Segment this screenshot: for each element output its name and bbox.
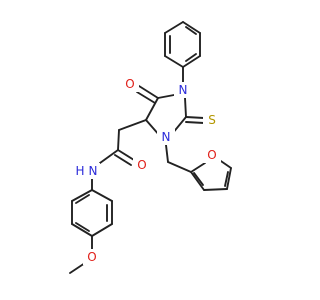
thione-bond <box>185 116 205 124</box>
amide-carbonyl <box>114 149 135 166</box>
svg-text:O: O <box>137 158 146 172</box>
bond-camide-n <box>99 149 119 164</box>
svg-text:S: S <box>208 113 216 127</box>
bond-ch2-camide <box>117 129 120 151</box>
molecule-canvas: N N O S O H N O O <box>69 21 232 274</box>
structure-diagram: N N O S O H N O O <box>69 21 232 274</box>
atom-label-o-ring-carbonyl: O <box>121 76 139 92</box>
atom-label-n-ring-bottom: N <box>157 129 175 145</box>
atom-label-o-furan: O <box>203 147 221 163</box>
ring-carbonyl <box>136 85 159 104</box>
svg-text:O: O <box>87 250 96 264</box>
bond-n-ch2 <box>165 144 169 163</box>
anisyl-ring <box>71 189 113 237</box>
bond-ch2-furan <box>167 161 192 173</box>
atom-label-n-ring-top: N <box>174 82 192 98</box>
svg-text:N: N <box>162 130 171 144</box>
bond-c5-ch2 <box>118 119 147 131</box>
svg-text:H: H <box>75 164 84 178</box>
atom-label-s-thione: S <box>203 112 221 128</box>
svg-text:O: O <box>125 77 134 91</box>
phenyl-ring <box>164 21 201 68</box>
atom-label-nh-amide: H N <box>74 163 100 179</box>
svg-text:N: N <box>89 164 98 178</box>
svg-text:O: O <box>207 148 216 162</box>
svg-text:N: N <box>179 83 188 97</box>
atom-label-o-methoxy: O <box>83 249 101 265</box>
atom-label-o-amide: O <box>133 157 151 173</box>
bond-o-methyl <box>69 262 86 274</box>
